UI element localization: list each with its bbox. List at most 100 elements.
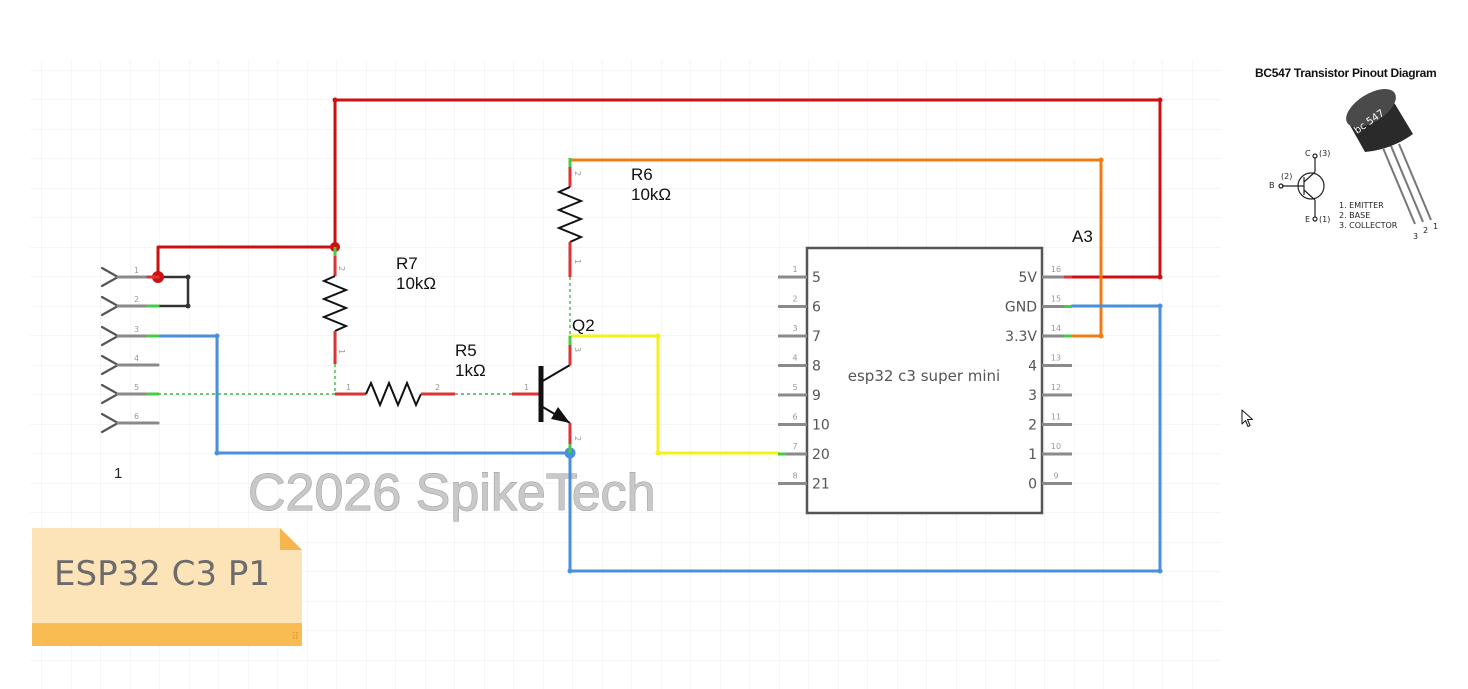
wire-gnd: [156, 334, 572, 455]
r7-pin-2-num: 2: [337, 266, 346, 271]
module-pin-num: 8: [792, 472, 797, 481]
r6-value: 10kΩ: [631, 185, 671, 204]
module-pin-label: 4: [1028, 359, 1037, 375]
note-text: ESP32 C3 P1: [54, 554, 270, 594]
module-pin-label: 3: [1028, 388, 1037, 404]
q2-collector-num: 3: [573, 347, 582, 352]
pinout-drawing: bc 547: [1278, 88, 1432, 225]
module-right-pin[interactable]: 112: [1028, 413, 1072, 434]
module-pin-label: GND: [1005, 300, 1037, 316]
connector-pin-1: 1: [100, 266, 160, 288]
connector-j1[interactable]: 1 2 3 4 5: [100, 266, 160, 482]
module-pin-num: 4: [792, 354, 797, 363]
module-pin-label: 1: [1028, 447, 1037, 463]
module-left-pin[interactable]: 48: [778, 354, 821, 375]
module-left-pin[interactable]: 26: [778, 295, 821, 316]
resistor-r6[interactable]: 2 1 R6 10kΩ: [556, 158, 671, 277]
r7-pin-1-num: 1: [337, 349, 346, 354]
r5-name: R5: [455, 341, 477, 360]
module-pin-label: 7: [812, 329, 821, 345]
pinout-c-label: C: [1305, 149, 1311, 158]
module-pin-num: 1: [792, 265, 797, 274]
module-body: [805, 246, 1044, 515]
connector-pin-6-num: 6: [134, 412, 139, 421]
r7-name: R7: [396, 254, 418, 273]
module-right-pin[interactable]: 143.3V: [1005, 324, 1072, 345]
module-right-pin[interactable]: 13 4: [1028, 354, 1072, 375]
resistor-r5[interactable]: 1 2 R5 1kΩ: [335, 341, 486, 408]
junctions: [152, 97, 1163, 574]
note-body: [32, 528, 302, 623]
module-pin-num: 10: [1051, 442, 1061, 451]
module-pin-num: 3: [792, 324, 797, 333]
r5-value: 1kΩ: [455, 361, 486, 380]
connector-label: 1: [114, 465, 122, 482]
module-name: A3: [1072, 227, 1093, 246]
r5-pin-1-num: 1: [346, 383, 351, 392]
module-right-pin[interactable]: 10 1: [1028, 442, 1072, 463]
wire-signal: [568, 334, 780, 455]
module-pin-num: 15: [1051, 295, 1061, 304]
emitter-arrow-icon: [551, 407, 570, 423]
npn-symbol-icon: [1278, 153, 1325, 222]
module-a3[interactable]: esp32 c3 super mini A3 15263748596107208…: [778, 227, 1093, 515]
sticky-note[interactable]: ⠿ ESP32 C3 P1: [32, 528, 302, 646]
module-left-pin[interactable]: 59: [778, 383, 821, 404]
module-left-pin[interactable]: 610: [778, 413, 830, 434]
q2-name: Q2: [572, 316, 595, 335]
module-pin-label: 3.3V: [1005, 329, 1037, 345]
r6-name: R6: [631, 165, 653, 184]
module-pin-label: 21: [812, 477, 830, 493]
transistor-q2[interactable]: 1 3 2 Q2: [512, 316, 595, 453]
connector-pin-1-num: 1: [134, 266, 139, 275]
module-left-pin[interactable]: 15: [778, 265, 821, 286]
module-pin-label: 10: [812, 418, 830, 434]
module-pin-num: 11: [1051, 413, 1061, 422]
q2-emitter-num: 2: [573, 436, 582, 441]
module-pin-label: 20: [812, 447, 830, 463]
module-right-pin[interactable]: 123: [1028, 383, 1072, 404]
pinout-b-label: B: [1269, 181, 1275, 190]
connector-pin-4: 4: [100, 354, 160, 376]
module-pin-label: 8: [812, 359, 821, 375]
module-left-pin[interactable]: 8 21: [778, 472, 830, 493]
module-left-pin[interactable]: 7 20: [778, 442, 830, 463]
q2-base-num: 1: [524, 383, 529, 392]
bc547-pinout-image: BC547 Transistor Pinout Diagram bc 547 C…: [1255, 62, 1445, 247]
connector-pins: 1 2 3 4 5: [100, 266, 160, 434]
pinout-leg-1: 1: [1433, 222, 1439, 231]
pinout-e-label: E: [1305, 215, 1311, 224]
module-pin-num: 7: [792, 442, 797, 451]
pinout-c-num: (3): [1319, 149, 1331, 158]
watermark: C2026 SpikeTech: [248, 464, 656, 522]
connector-pin-3: 3: [100, 325, 160, 347]
connector-pin-5: 5: [100, 383, 160, 405]
module-right-pin[interactable]: 90: [1028, 472, 1072, 493]
resistor-r7[interactable]: 2 1 R7 10kΩ: [321, 247, 436, 364]
r6-pin-1-num: 1: [573, 259, 582, 264]
note-footer-bar: [32, 623, 302, 646]
module-pin-num: 13: [1051, 354, 1061, 363]
connector-pin-2-num: 2: [134, 295, 139, 304]
module-pin-num: 16: [1051, 265, 1061, 274]
module-pin-label: 5: [812, 270, 821, 286]
resize-grip-icon[interactable]: ⠿: [291, 632, 299, 643]
to92-package-icon: bc 547: [1346, 88, 1432, 225]
mouse-cursor-icon: [1241, 409, 1254, 428]
pinout-leg-3: 3: [1413, 232, 1419, 241]
module-label: esp32 c3 super mini: [848, 367, 1000, 385]
module-left-pin[interactable]: 37: [778, 324, 821, 345]
r5-pin-2-num: 2: [435, 383, 440, 392]
module-pin-label: 0: [1028, 477, 1037, 493]
connector-pin-2: 2: [100, 295, 160, 317]
r7-value: 10kΩ: [396, 274, 436, 293]
connector-pin-6: 6: [100, 412, 160, 434]
connector-pin-4-num: 4: [134, 354, 139, 363]
module-pin-num: 2: [792, 295, 797, 304]
module-pin-num: 5: [792, 383, 797, 392]
pinout-b-num: (2): [1281, 172, 1293, 181]
